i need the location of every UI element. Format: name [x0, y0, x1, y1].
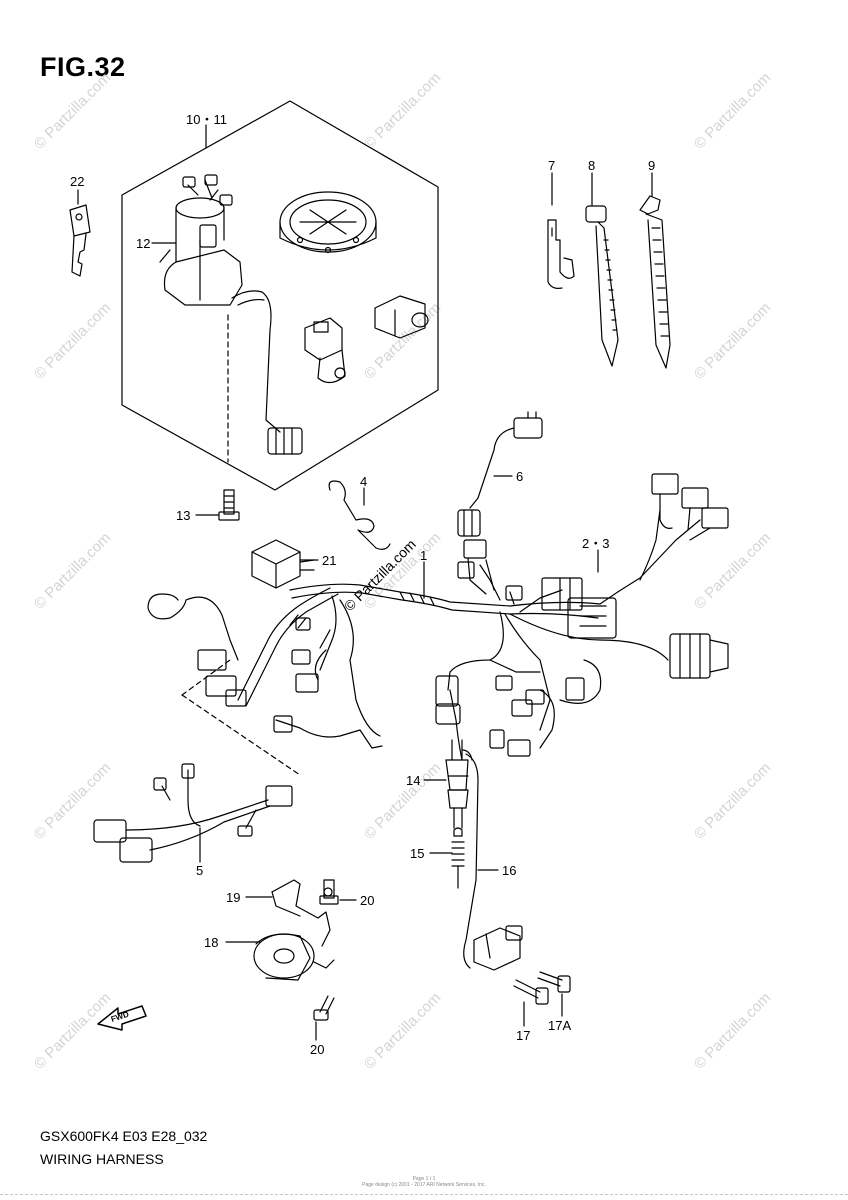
watermark-layer: © Partzilla.com © Partzilla.com © Partzill…: [31, 69, 774, 1072]
clip-4[interactable]: [328, 480, 391, 550]
watermark-text: © Partzilla.com: [31, 529, 114, 612]
callout-labels: 10・11 12 13 22 7 8 9 4 6 21 1 2・3 5 14 1…: [70, 112, 655, 1057]
callout-20-lower: 20: [310, 1042, 324, 1057]
watermark-text: © Partzilla.com: [691, 529, 774, 612]
watermark-text: © Partzilla.com: [691, 299, 774, 382]
callout-16: 16: [502, 863, 516, 878]
watermark-text: © Partzilla.com: [361, 69, 444, 152]
figure-title: FIG.32: [40, 52, 126, 82]
bolt-17[interactable]: [513, 979, 549, 1005]
clamp-7[interactable]: [547, 219, 575, 289]
main-wiring-harness[interactable]: [147, 473, 729, 761]
watermark-text: © Partzilla.com: [691, 759, 774, 842]
callout-9: 9: [648, 158, 655, 173]
seat-lock[interactable]: [304, 295, 429, 384]
callout-2-3: 2・3: [582, 536, 609, 551]
bolt-17a[interactable]: [537, 971, 571, 993]
callout-14: 14: [406, 773, 420, 788]
switch-assembly[interactable]: [473, 925, 523, 971]
callout-21: 21: [322, 553, 336, 568]
callout-20-upper: 20: [360, 893, 374, 908]
callout-15: 15: [410, 846, 424, 861]
callout-5: 5: [196, 863, 203, 878]
cable-tie-8[interactable]: [585, 205, 619, 367]
bolt-13[interactable]: [218, 489, 240, 521]
bracket-19[interactable]: [271, 879, 333, 947]
lead-wire-16[interactable]: [463, 753, 479, 969]
horn-18[interactable]: [253, 933, 335, 981]
callout-17: 17: [516, 1028, 530, 1043]
callout-8: 8: [588, 158, 595, 173]
bolt-20-lower[interactable]: [313, 995, 335, 1021]
watermark-text: © Partzilla.com: [31, 299, 114, 382]
watermark-text: © Partzilla.com: [31, 69, 114, 152]
watermark-text: © Partzilla.com: [31, 759, 114, 842]
bottom-divider: [0, 1194, 848, 1195]
copyright-page: Page 1 / 1: [412, 1176, 436, 1182]
callout-13: 13: [176, 508, 190, 523]
section-title: WIRING HARNESS: [40, 1151, 164, 1167]
callout-19: 19: [226, 890, 240, 905]
watermark-text: © Partzilla.com: [31, 989, 114, 1072]
watermark-text: © Partzilla.com: [691, 989, 774, 1072]
callout-12: 12: [136, 236, 150, 251]
watermark-text: © Partzilla.com: [361, 989, 444, 1072]
sensor-14[interactable]: [445, 739, 469, 829]
watermark-text: © Partzilla.com: [361, 759, 444, 842]
spring-15[interactable]: [451, 827, 465, 889]
cable-tie-9[interactable]: [639, 195, 671, 369]
callout-4: 4: [360, 474, 367, 489]
watermark-text: © Partzilla.com: [361, 299, 444, 382]
sub-harness-5-boundary: [181, 694, 301, 776]
ignition-set-outline: [121, 100, 439, 491]
callout-6: 6: [516, 469, 523, 484]
callout-18: 18: [204, 935, 218, 950]
ignition-switch[interactable]: [159, 174, 303, 455]
sub-harness-6[interactable]: [457, 411, 543, 537]
callout-1: 1: [420, 548, 427, 563]
relay-21[interactable]: [251, 539, 315, 589]
key-22[interactable]: [69, 204, 91, 277]
model-code: GSX600FK4 E03 E28_032: [40, 1128, 208, 1144]
watermark-text: © Partzilla.com: [691, 69, 774, 152]
sub-harness-5[interactable]: [93, 763, 293, 863]
copyright-notice: Page design (c) 2001 - 2017 ARI Network …: [362, 1182, 486, 1188]
callout-17a: 17A: [548, 1018, 571, 1033]
callout-7: 7: [548, 158, 555, 173]
fwd-arrow-icon: FWD: [97, 1005, 147, 1031]
fuel-cap-lock[interactable]: [279, 191, 377, 254]
callout-10-11: 10・11: [186, 112, 227, 127]
callout-22: 22: [70, 174, 84, 189]
bolt-20-upper[interactable]: [319, 879, 339, 905]
